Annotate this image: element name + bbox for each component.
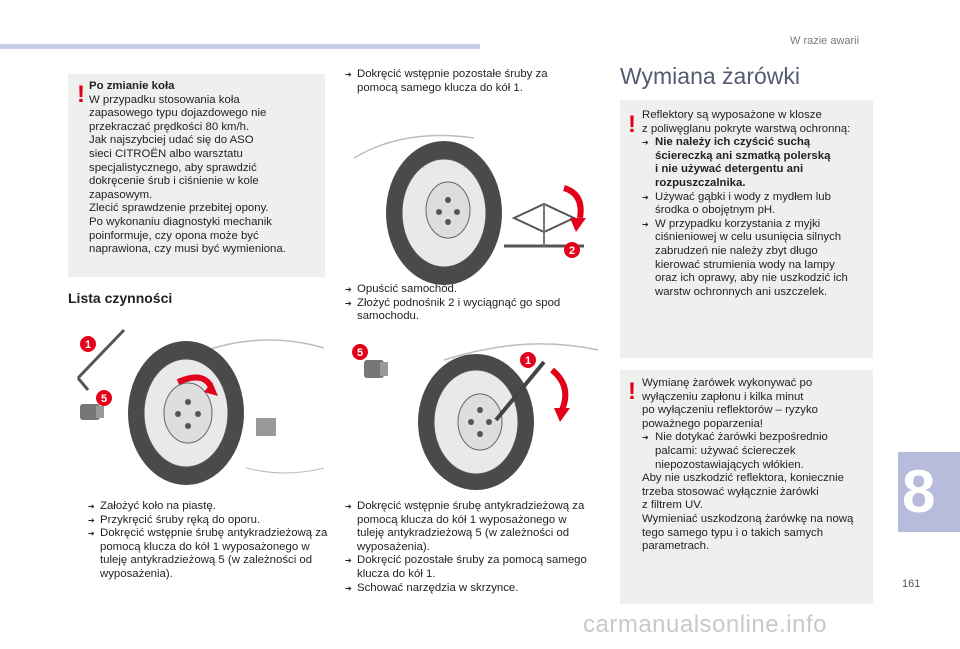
steps-mid-bottom: Dokręcić wstępnie śrubę antykradzieżową … — [345, 500, 593, 595]
warning-tyre-line: zapasowym. — [89, 188, 153, 201]
headlights-item: W przypadku korzystania z myjki — [655, 217, 821, 230]
badge-1: 1 — [525, 355, 531, 367]
headlights-item: Używać gąbki i wody z mydłem lub — [655, 190, 831, 203]
headlights-item: warstw ochronnych ani uszczelek. — [655, 285, 828, 298]
warning-tyre-line: W przypadku stosowania koła — [89, 93, 240, 106]
headlights-item: środka o obojętnym pH. — [655, 204, 776, 217]
step-item: Dokręcić pozostałe śruby za pomocą sameg… — [345, 554, 593, 581]
bulbs-outro: z filtrem UV. — [642, 499, 703, 512]
bulbs-item: palcami: używać ściereczek — [655, 444, 796, 457]
warning-box-bulbs: ! Wymianę żarówek wykonywać po wyłączeni… — [620, 370, 873, 604]
steps-left: Założyć koło na piastę. Przykręcić śruby… — [88, 500, 328, 582]
badge-1: 1 — [85, 339, 91, 351]
section-title: W razie awarii — [790, 35, 860, 47]
step-item: Dokręcić wstępnie śrubę antykradzieżową … — [345, 500, 593, 554]
warning-tyre-text: Po zmianie koła W przypadku stosowania k… — [89, 80, 325, 257]
warning-exclamation-icon: ! — [628, 378, 636, 405]
warning-exclamation-icon: ! — [628, 111, 636, 138]
illustration-fit-wheel: 1 5 — [66, 318, 324, 490]
bulbs-outro: parametrach. — [642, 540, 710, 553]
badge-5: 5 — [357, 347, 363, 359]
headlights-intro: z poliwęglanu pokryte warstwą ochronną: — [642, 122, 851, 135]
steps-mid-top: Dokręcić wstępnie pozostałe śruby za pom… — [345, 68, 585, 95]
step-item: Schować narzędzia w skrzynce. — [345, 582, 593, 596]
headlights-item: oraz ich oprawy, aby nie uszkodzić ich — [655, 272, 848, 285]
warning-tyre-line: naprawiona, czy musi być wymieniona. — [89, 243, 286, 256]
bulbs-intro: poważnego poparzenia! — [642, 417, 763, 430]
headlights-text: Reflektory są wyposażone w klosze z poli… — [642, 109, 873, 299]
badge-5: 5 — [101, 393, 107, 405]
chapter-number: 8 — [902, 458, 936, 525]
warning-tyre-title: Po zmianie koła — [89, 80, 175, 92]
watermark: carmanualsonline.info — [583, 611, 827, 638]
badge-2: 2 — [569, 245, 575, 257]
warning-tyre-line: przekraczać prędkości 80 km/h. — [89, 120, 250, 133]
bulbs-text: Wymianę żarówek wykonywać po wyłączeniu … — [642, 377, 873, 554]
headlights-bold: rozpuszczalnika. — [655, 176, 746, 189]
headlights-bold: i nie używać detergentu ani — [655, 163, 804, 176]
step-item: Złożyć podnośnik 2 i wyciągnąć go spod s… — [345, 297, 585, 324]
warning-box-tyre: ! Po zmianie koła W przypadku stosowania… — [68, 74, 325, 277]
warning-exclamation-icon: ! — [77, 81, 85, 108]
warning-tyre-line: Zlecić sprawdzenie przebitej opony. — [89, 202, 269, 215]
bulbs-outro: Aby nie uszkodzić reflektora, koniecznie — [642, 472, 844, 485]
warning-tyre-line: sieci CITROËN albo warsztatu — [89, 147, 243, 160]
bulbs-outro: tego samego typu i o takich samych — [642, 526, 824, 539]
steps-mid-middle: Opuścić samochód. Złożyć podnośnik 2 i w… — [345, 283, 585, 324]
step-item: Dokręcić wstępnie śrubę antykradzieżową … — [88, 527, 328, 581]
bulbs-outro: trzeba stosować wyłącznie żarówki — [642, 485, 819, 498]
bulbs-intro: Wymianę żarówek wykonywać po — [642, 377, 813, 389]
step-item: Dokręcić wstępnie pozostałe śruby za pom… — [345, 68, 585, 95]
page-number: 161 — [902, 578, 921, 590]
headlights-intro: Reflektory są wyposażone w klosze — [642, 109, 822, 121]
illustration-jack: 2 — [344, 118, 598, 288]
bulbs-item: niepozostawiających włókien. — [655, 458, 804, 471]
headlights-bold: Nie należy ich czyścić suchą — [655, 136, 811, 149]
step-item: Opuścić samochód. — [345, 283, 585, 297]
bulbs-outro: Wymieniać uszkodzoną żarówkę na nową — [642, 512, 854, 525]
warning-tyre-line: Po wykonaniu diagnostyki mechanik — [89, 215, 272, 228]
top-decoration-bar — [0, 44, 480, 49]
headlights-bold: ściereczką ani szmatką polerską — [655, 149, 831, 162]
chapter-tab: 8 — [898, 452, 960, 532]
step-item: Przykręcić śruby ręką do oporu. — [88, 514, 328, 528]
headlights-item: kierować strumienia wody na lampy — [655, 258, 835, 271]
warning-box-headlights: ! Reflektory są wyposażone w klosze z po… — [620, 100, 873, 358]
bulbs-intro: po wyłączeniu reflektorów – ryzyko — [642, 404, 818, 417]
warning-tyre-line: specjalistycznego, aby sprawdzić — [89, 161, 257, 174]
warning-tyre-line: poinformuje, czy opona może być — [89, 229, 259, 242]
headlights-item: ciśnieniowej w celu usunięcia silnych — [655, 231, 842, 244]
warning-tyre-line: Jak najszybciej udać się do ASO — [89, 134, 254, 147]
bulbs-intro: wyłączeniu zapłonu i kilka minut — [642, 390, 804, 403]
headlights-item: zabrudzeń nie należy zbyt długo — [655, 244, 818, 257]
warning-tyre-line: zapasowego typu dojazdowego nie — [89, 107, 267, 120]
bulbs-item: Nie dotykać żarówki bezpośrednio — [655, 431, 828, 444]
wymiana-heading: Wymiana żarówki — [620, 63, 801, 89]
lista-heading: Lista czynności — [68, 290, 173, 306]
warning-tyre-line: dokręcenie śrub i ciśnienie w kole — [89, 175, 259, 188]
step-item: Założyć koło na piastę. — [88, 500, 328, 514]
illustration-tighten-bolts: 5 1 — [344, 330, 598, 492]
